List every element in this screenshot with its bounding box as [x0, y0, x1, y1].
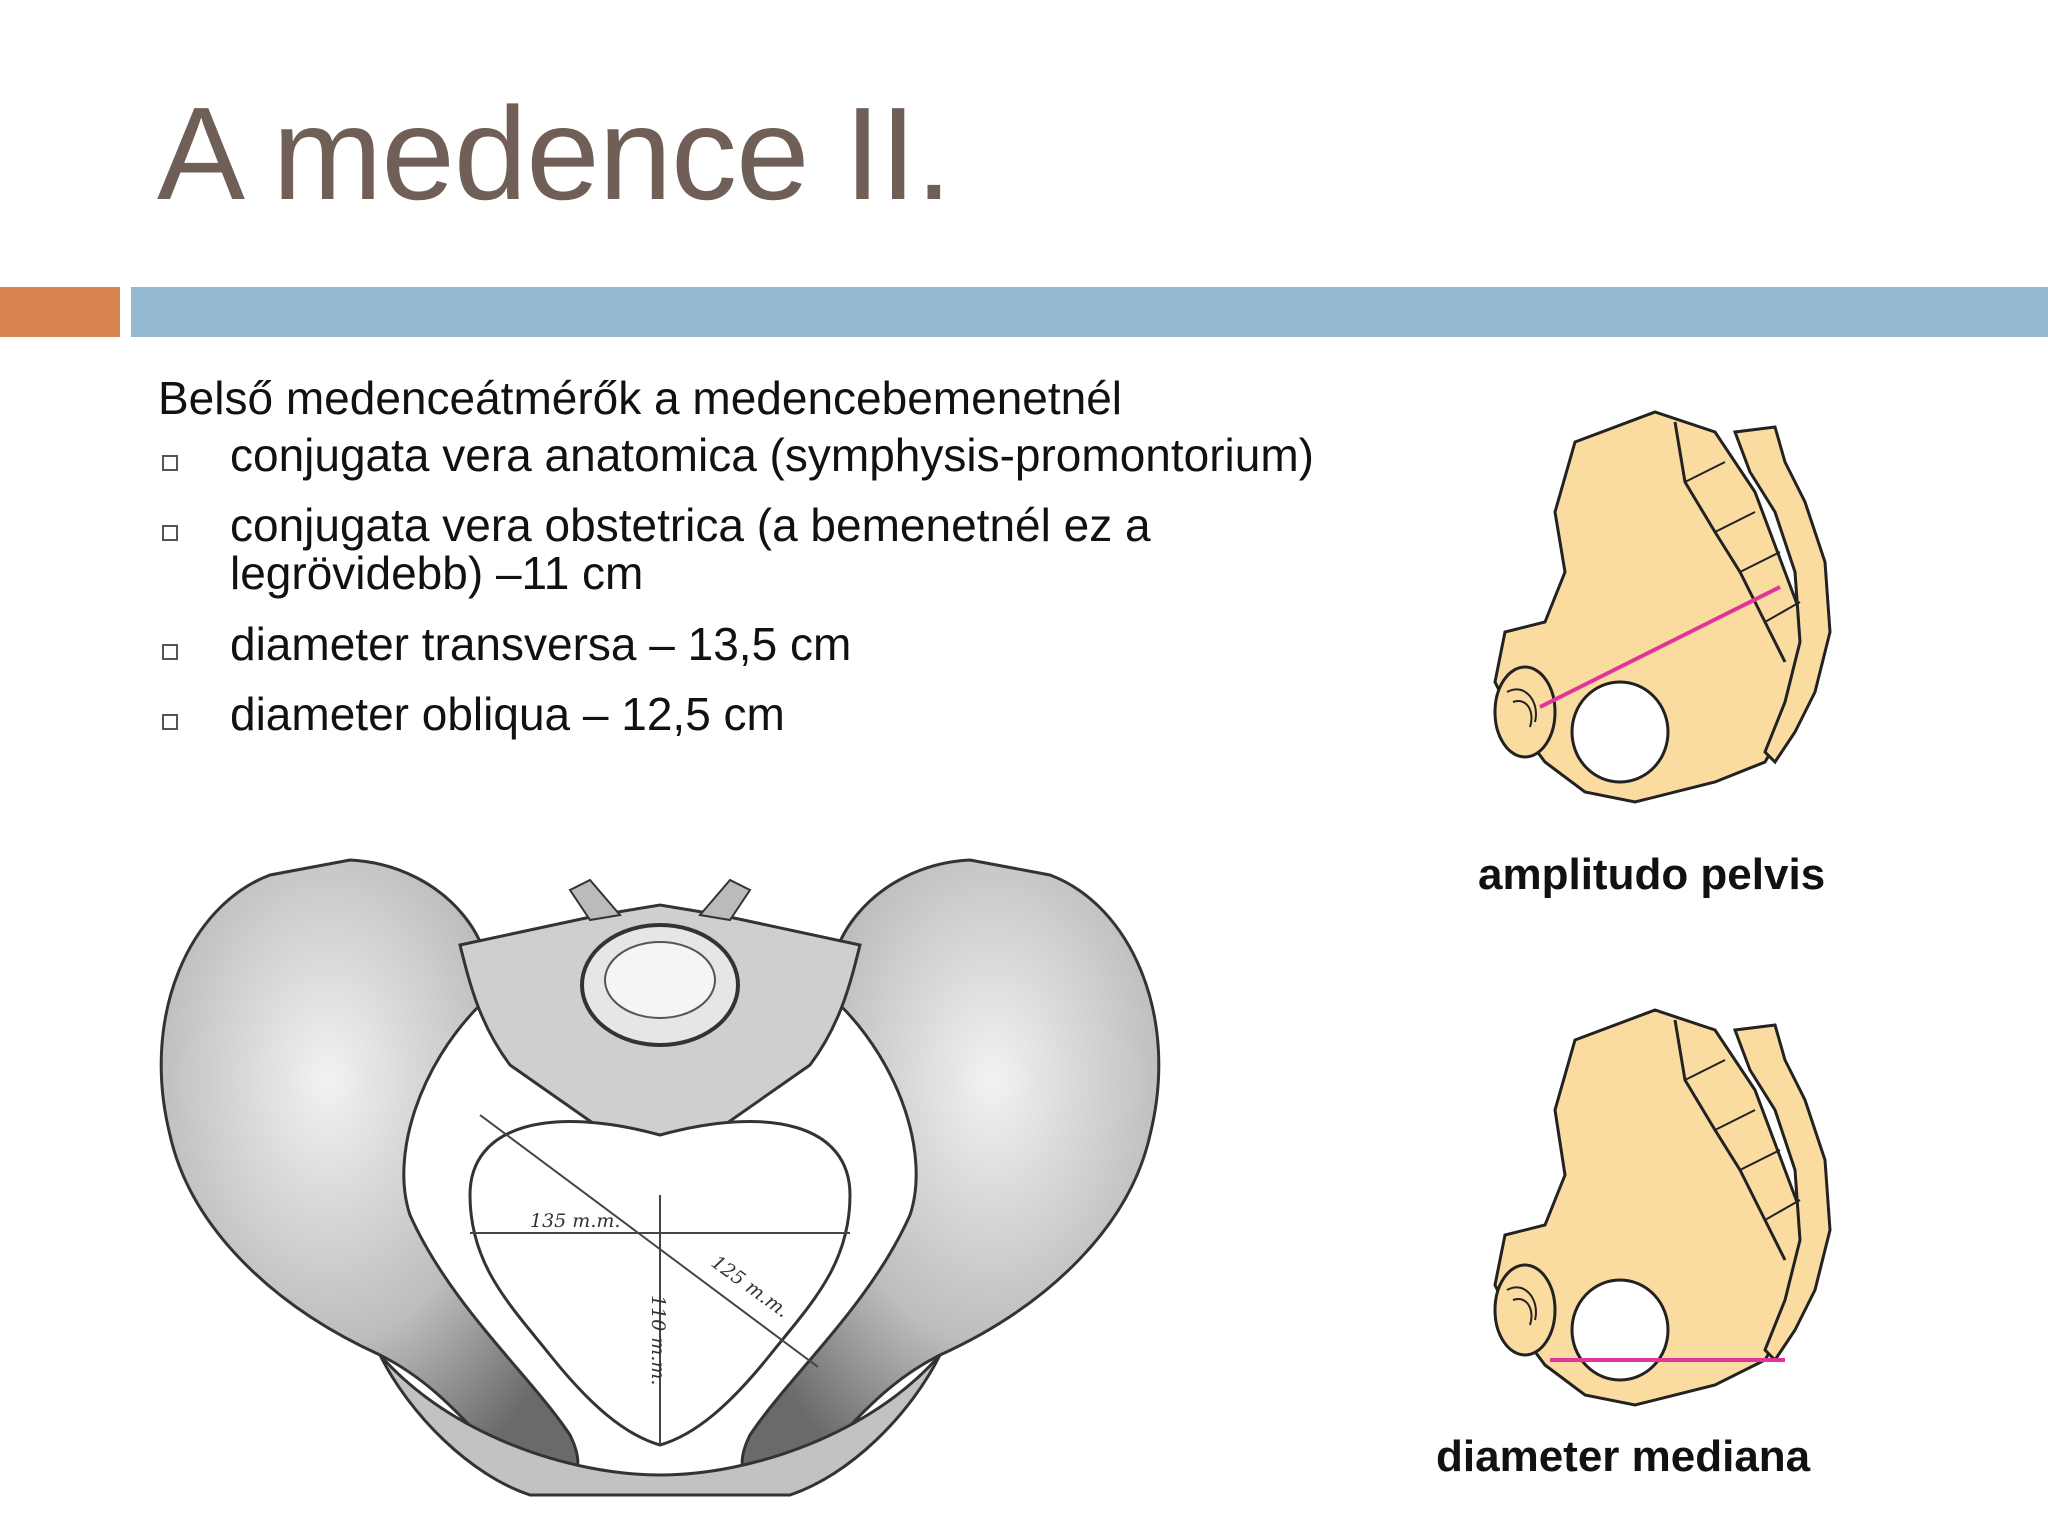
- bullet-item: conjugata vera obstetrica (a bemenetnél …: [158, 501, 1338, 598]
- diameter-mediana-drawing: [1493, 1008, 1832, 1407]
- bullet-text: diameter obliqua – 12,5 cm: [230, 688, 785, 741]
- bullet-item: diameter obliqua – 12,5 cm: [158, 690, 1338, 738]
- conjugate-label: 110 m.m.: [647, 1295, 669, 1385]
- bullet-item: diameter transversa – 13,5 cm: [158, 620, 1338, 668]
- pelvis-inlet-illustration: 135 m.m. 125 m.m. 110 m.m.: [150, 835, 1170, 1515]
- square-bullet-icon: [162, 525, 178, 542]
- bullet-text: conjugata vera anatomica (symphysis-prom…: [230, 428, 1314, 481]
- amplitudo-pelvis-diagram: [1485, 402, 1870, 812]
- intro-text: Belső medenceátmérők a medencebemenetnél: [158, 372, 1123, 424]
- transverse-label: 135 m.m.: [530, 1210, 620, 1232]
- accent-bar-blue: [131, 287, 2048, 337]
- diameter-mediana-diagram: [1485, 1000, 1870, 1420]
- pelvis-inlet-drawing: 135 m.m. 125 m.m. 110 m.m.: [159, 858, 1161, 1497]
- amplitudo-caption: amplitudo pelvis: [1478, 850, 1826, 899]
- accent-bar-orange: [0, 287, 120, 337]
- bullet-list: conjugata vera anatomica (symphysis-prom…: [158, 431, 1338, 738]
- slide-title: A medence II.: [157, 80, 952, 227]
- amplitudo-line: [1539, 585, 1781, 709]
- bullet-text: conjugata vera obstetrica (a bemenetnél …: [230, 499, 1151, 600]
- square-bullet-icon: [162, 714, 178, 731]
- bullet-text: diameter transversa – 13,5 cm: [230, 617, 852, 670]
- amplitudo-pelvis-drawing: [1493, 410, 1832, 804]
- bullet-item: conjugata vera anatomica (symphysis-prom…: [158, 431, 1338, 479]
- mediana-caption: diameter mediana: [1436, 1432, 1811, 1481]
- square-bullet-icon: [162, 643, 178, 660]
- slide-content: Belső medenceátmérők a medencebemenetnél…: [158, 372, 1338, 760]
- square-bullet-icon: [162, 454, 178, 471]
